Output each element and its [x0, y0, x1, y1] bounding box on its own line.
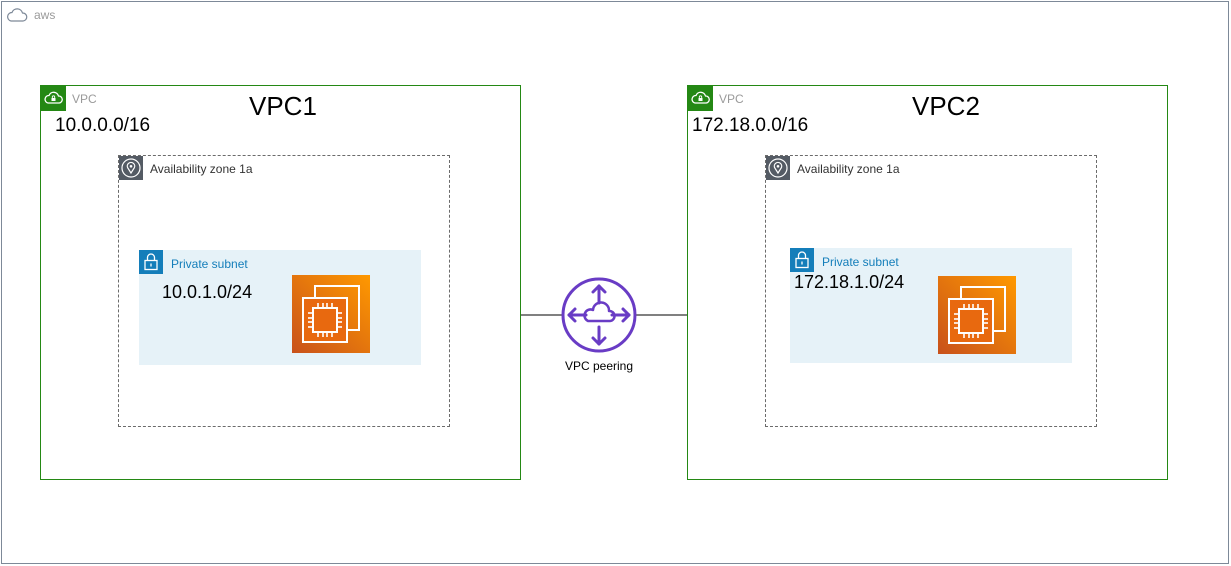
- vpc-title: VPC2: [912, 91, 980, 121]
- subnet-cidr: 172.18.1.0/24: [794, 272, 905, 292]
- subnet-label: Private subnet: [822, 255, 899, 269]
- location-pin-icon: [766, 156, 790, 180]
- availability-zone-label: Availability zone 1a: [797, 162, 900, 176]
- lock-icon: [790, 248, 814, 272]
- ec2-instance-icon[interactable]: [292, 275, 370, 353]
- vpc-cidr: 172.18.0.0/16: [692, 115, 809, 136]
- private-subnet-group: Private subnet 172.18.1.0/24: [790, 248, 1072, 363]
- vpc-cloud-lock-icon: [41, 86, 66, 111]
- subnet-label: Private subnet: [171, 257, 248, 271]
- availability-zone-group: Availability zone 1a Private subnet 10.0…: [118, 155, 450, 427]
- vpc-title: VPC1: [249, 91, 317, 121]
- vpc1-group: VPC VPC1 10.0.0.0/16 Availability zone 1…: [40, 85, 521, 480]
- vpc-cidr: 10.0.0.0/16: [55, 115, 151, 136]
- availability-zone-label: Availability zone 1a: [150, 162, 253, 176]
- aws-group-label: aws: [34, 8, 56, 22]
- subnet-cidr: 10.0.1.0/24: [162, 282, 253, 302]
- vpc-peering-label: VPC peering: [564, 359, 634, 373]
- ec2-instance-icon[interactable]: [938, 276, 1016, 354]
- location-pin-icon: [119, 156, 143, 180]
- vpc-cloud-lock-icon: [688, 86, 713, 111]
- vpc-type-label: VPC: [72, 92, 97, 106]
- vpc2-group: VPC VPC2 172.18.0.0/16 Availability zone…: [687, 85, 1168, 480]
- availability-zone-group: Availability zone 1a Private subnet 172.…: [765, 155, 1097, 427]
- private-subnet-group: Private subnet 10.0.1.0/24: [139, 250, 421, 365]
- lock-icon: [139, 250, 163, 274]
- vpc-peering-icon[interactable]: [559, 277, 639, 357]
- vpc-type-label: VPC: [719, 92, 744, 106]
- aws-cloud-icon: [7, 8, 28, 22]
